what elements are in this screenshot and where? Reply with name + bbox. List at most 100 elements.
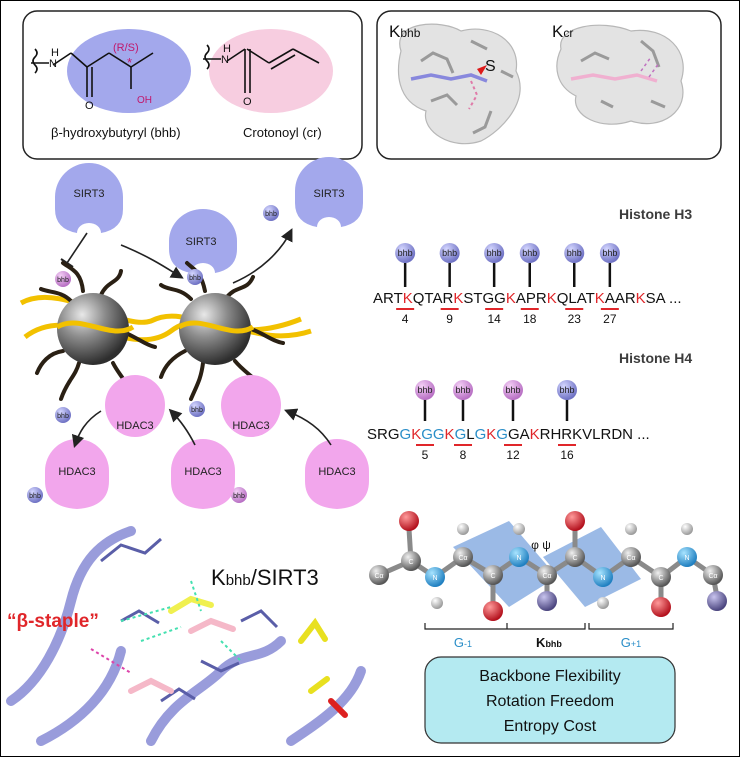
svg-text:bhb: bhb xyxy=(191,407,203,414)
h3-bhb-badge xyxy=(599,243,620,263)
chem-structures-panel: H N O (R/S) * OH β-hydroxybutyryl (bhb) … xyxy=(22,10,363,160)
entropy-box xyxy=(424,656,676,744)
svg-text:12: 12 xyxy=(506,448,520,462)
h4-sequence: SRGGKGGKGLGKGGAKRHRKVLRDN ... xyxy=(367,426,650,443)
bhb-n: N xyxy=(49,58,57,70)
box-line-1: Backbone Flexibility xyxy=(479,668,620,685)
kbhb-arrow-marker xyxy=(477,65,487,75)
svg-text:HDAC3: HDAC3 xyxy=(58,466,95,478)
h3-bhb-badge-label: bhb xyxy=(398,248,413,258)
h3-position-number: 27 xyxy=(603,312,617,326)
hdac3-arrow-2 xyxy=(168,408,196,446)
bhb-highlight xyxy=(67,29,191,113)
svg-text:Cα: Cα xyxy=(542,573,551,580)
kbhb-s-label: S xyxy=(485,58,496,75)
svg-text:bhb: bhb xyxy=(455,385,470,395)
h3-bhb-badge xyxy=(439,243,460,263)
svg-text:Cα: Cα xyxy=(374,573,383,580)
h3-bhb-badge-label: bhb xyxy=(487,248,502,258)
h3-title: Histone H3 xyxy=(619,206,692,222)
kbhb-sticks xyxy=(420,39,514,135)
h3-bhb-badge-label: bhb xyxy=(442,248,457,258)
bhb-caption: β-hydroxybutyryl (bhb) xyxy=(51,125,181,140)
beta-staple-label: “β-staple” xyxy=(7,611,99,632)
inhibition-bar xyxy=(60,258,74,268)
h3-bhb-badge xyxy=(484,243,505,263)
nucleosome-cycle: SIRT3 SIRT3 SIRT3 xyxy=(19,157,369,509)
cr-n: N xyxy=(221,54,229,66)
svg-text:C: C xyxy=(572,555,577,562)
svg-text:bhb: bhb xyxy=(559,385,574,395)
phi-psi-label: φ ψ xyxy=(531,538,551,552)
hdac3-enzyme-5: HDAC3 xyxy=(305,439,369,509)
bhb-oh: OH xyxy=(137,95,152,106)
svg-text:HDAC3: HDAC3 xyxy=(116,420,153,432)
kbhb-title: Kbhb xyxy=(389,22,421,41)
svg-text:bhb: bhb xyxy=(417,385,432,395)
h3-bhb-badge xyxy=(519,243,540,263)
svg-text:C: C xyxy=(490,573,495,580)
svg-text:5: 5 xyxy=(422,448,429,462)
h4-positions: 5 8 12 16 xyxy=(416,444,576,462)
svg-text:N: N xyxy=(432,575,437,582)
svg-text:HDAC3: HDAC3 xyxy=(318,466,355,478)
svg-text:Cα: Cα xyxy=(626,555,635,562)
segment-brackets xyxy=(424,623,674,630)
kcr-contacts xyxy=(640,56,660,78)
h3-bhb-badge-label: bhb xyxy=(567,248,582,258)
svg-text:C: C xyxy=(658,575,663,582)
svg-text:HDAC3: HDAC3 xyxy=(184,466,221,478)
h4-bhb-badges: bhb bhb bhb bhb xyxy=(415,380,577,421)
h3-position-number: 18 xyxy=(523,312,537,326)
box-line-3: Entropy Cost xyxy=(504,718,597,735)
h3-sequence: ARTKQTARKSTGGKAPRKQLATKAARKSA ... xyxy=(373,290,682,307)
sirt3-release-arrow xyxy=(232,228,293,284)
svg-text:bhb: bhb xyxy=(29,493,41,500)
sirt3-binding-arrow xyxy=(120,244,184,279)
bhb-o: O xyxy=(85,100,94,112)
kcr-sticks xyxy=(580,39,666,109)
segment-kbhb: Kbhb xyxy=(536,635,562,650)
svg-text:bhb: bhb xyxy=(505,385,520,395)
bhb-rs-label: (R/S) xyxy=(113,42,139,54)
hdac3-arrow-3 xyxy=(284,408,332,446)
cr-o: O xyxy=(243,96,252,108)
svg-text:N: N xyxy=(600,575,605,582)
backbone-panel: Cα C N Cα C N Cα C N Cα C N Cα φ ψ xyxy=(369,511,727,744)
cr-highlight xyxy=(209,29,333,113)
nucleosome-core-1 xyxy=(57,293,129,365)
sirt3-label-1: SIRT3 xyxy=(74,188,105,200)
h3-bhb-badge xyxy=(564,243,585,263)
svg-text:bhb: bhb xyxy=(57,413,69,420)
h3-bhb-badge-label: bhb xyxy=(522,248,537,258)
staple-contact xyxy=(90,648,132,674)
kcr-title: Kcr xyxy=(552,22,573,41)
svg-text:C: C xyxy=(408,559,413,566)
svg-text:N: N xyxy=(516,555,521,562)
svg-text:HDAC3: HDAC3 xyxy=(232,420,269,432)
h3-position-number: 4 xyxy=(402,312,409,326)
kcr-ligand xyxy=(570,73,658,83)
segment-g-plus1: G+1 xyxy=(621,635,641,650)
box-line-2: Rotation Freedom xyxy=(486,693,614,710)
bhb-structure xyxy=(31,48,154,97)
svg-text:N: N xyxy=(684,555,689,562)
svg-text:bhb: bhb xyxy=(57,277,69,284)
svg-text:Cα: Cα xyxy=(458,555,467,562)
bhb-chiral-star: * xyxy=(127,55,132,70)
bhb-marks-cycle: bhb bhb bhb bhb bhb bhb bhb xyxy=(27,205,279,503)
svg-text:16: 16 xyxy=(560,448,574,462)
sirt3-enzyme-bound: SIRT3 xyxy=(169,209,237,273)
svg-text:bhb: bhb xyxy=(265,211,277,218)
h3-position-number: 9 xyxy=(446,312,453,326)
histone-sequences: Histone H3 bhb bhb bhb bhb bhb bhb ARTKQTARKS… xyxy=(367,206,692,462)
kbhb-hbond xyxy=(468,80,479,110)
h3-position-number: 14 xyxy=(487,312,501,326)
kbhb-sirt3-label: Kbhb/SIRT3 xyxy=(211,565,319,590)
crystal-structure-panel: Kbhb/SIRT3 “β-staple” xyxy=(6,526,366,746)
h4-title: Histone H4 xyxy=(619,350,692,366)
